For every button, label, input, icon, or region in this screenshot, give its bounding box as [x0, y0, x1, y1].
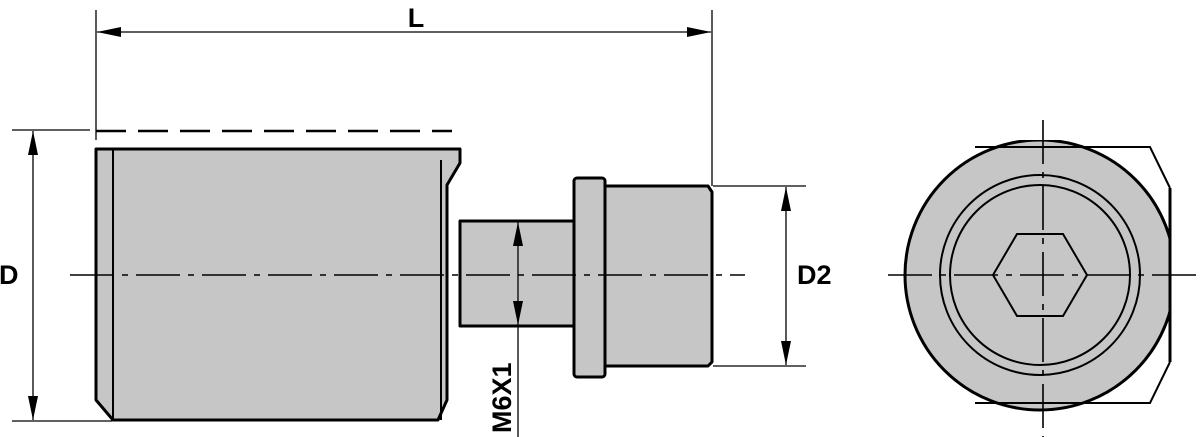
dimension-label-m6x1: M6X1 [487, 362, 517, 433]
dimension-label-d2: D2 [797, 260, 832, 290]
arrowhead-d-top [28, 131, 38, 155]
side-view [94, 147, 714, 422]
arrowhead-d-bottom [28, 396, 38, 420]
dimension-d2: D2 [713, 185, 832, 367]
end-view-flat-bottom-bevel [975, 361, 1171, 404]
arrowhead-d2-top [781, 187, 791, 211]
dimension-d: D [0, 129, 112, 422]
end-view [888, 120, 1200, 437]
arrowhead-l-left [97, 27, 121, 37]
dimension-m6x1: M6X1 [487, 222, 523, 437]
flange [572, 176, 607, 379]
head-cylinder [603, 184, 714, 368]
end-view-flat-top-bevel [975, 146, 1171, 189]
dimension-label-d: D [0, 260, 19, 290]
arrowhead-m6x1-bottom [513, 301, 523, 325]
body-cylinder [94, 147, 462, 422]
arrowhead-d2-bottom [781, 341, 791, 365]
arrowhead-m6x1-top [513, 222, 523, 246]
arrowhead-l-right [687, 27, 711, 37]
dimension-l: L [95, 3, 713, 186]
dimension-label-l: L [408, 3, 425, 33]
